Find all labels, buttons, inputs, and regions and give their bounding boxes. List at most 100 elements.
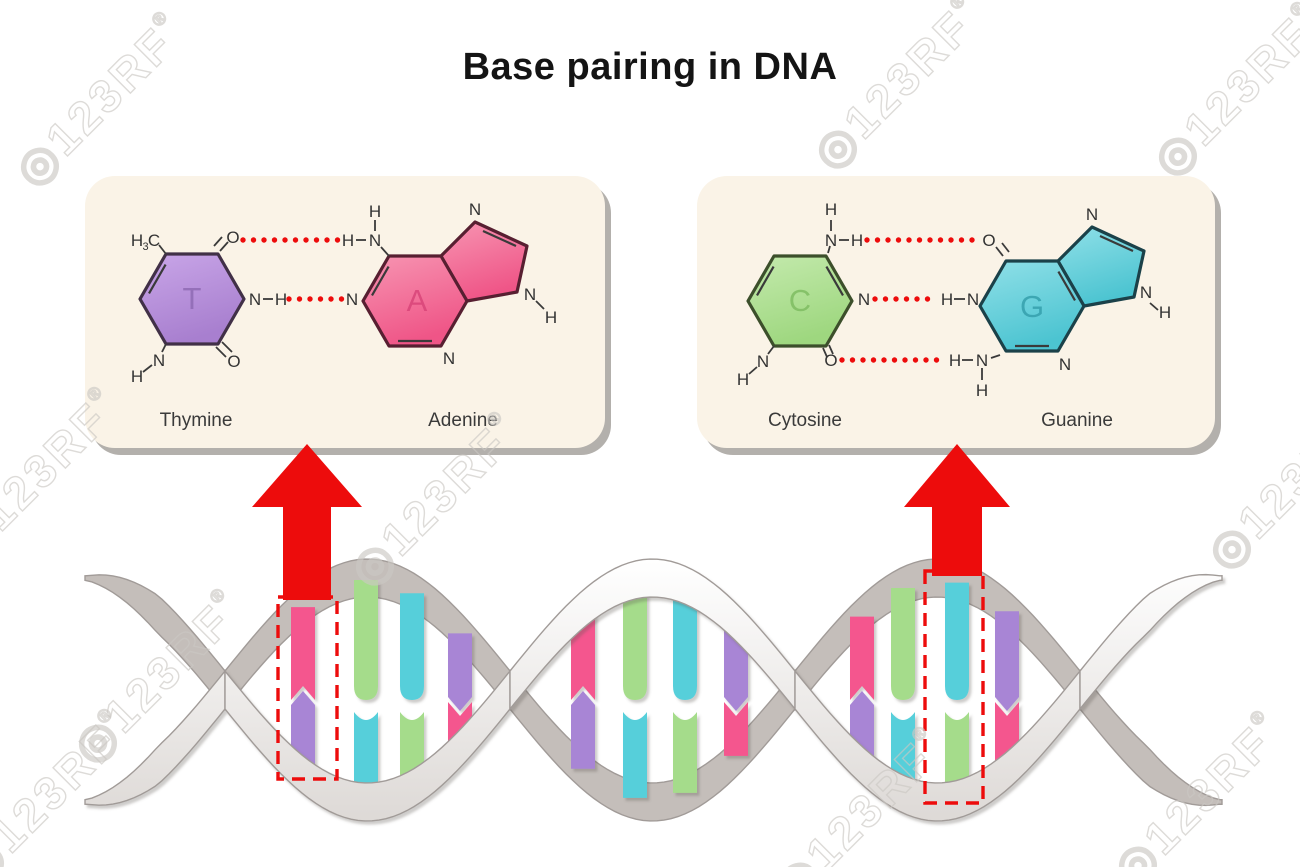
base-pair-bar — [724, 702, 748, 756]
ring-hexagon — [361, 254, 469, 348]
highlight-box — [923, 569, 985, 805]
atom-label: H — [1159, 303, 1171, 322]
atom-label: N — [369, 231, 381, 250]
base-pair-bar — [673, 587, 697, 700]
base-ring-letter: C — [789, 283, 811, 318]
label-adenine: Adenine — [428, 410, 498, 431]
bond-line — [380, 246, 390, 257]
hydrogen-bond-dots — [839, 357, 940, 363]
hydrogen-bond-dots — [240, 237, 341, 243]
base-pair-bar — [354, 580, 378, 700]
double-bond-line — [213, 236, 223, 247]
atom-label: H — [949, 351, 961, 370]
atom-label: N — [346, 290, 358, 309]
bond-line — [535, 300, 545, 310]
bond-line — [748, 366, 758, 375]
atom-label: N — [858, 290, 870, 309]
base-pair-bar — [448, 633, 472, 711]
atom-label: N — [757, 352, 769, 371]
atom-label: H — [369, 202, 381, 221]
double-bond-line — [215, 346, 227, 358]
bond-line — [1149, 302, 1159, 311]
atom-label: H — [941, 290, 953, 309]
atom-label: H — [737, 370, 749, 389]
atom-label: N — [443, 349, 455, 368]
atom-label: H — [976, 381, 988, 400]
atom-label: N — [249, 290, 261, 309]
atom-label: H — [851, 231, 863, 250]
atom-label: H — [131, 367, 143, 386]
ring-double-bond — [1057, 271, 1076, 301]
atom-label: H — [825, 200, 837, 219]
base-pair-bar — [354, 712, 378, 800]
atom-label: H — [342, 231, 354, 250]
atom-label: N — [1086, 205, 1098, 224]
ring-double-bond — [482, 229, 517, 248]
atom-label: N — [153, 351, 165, 370]
base-pair-bar — [945, 712, 969, 798]
double-bond-line — [1001, 242, 1010, 253]
atom-label: N — [524, 285, 536, 304]
atom-label: N — [825, 231, 837, 250]
atom-label: N — [1059, 355, 1071, 374]
atom-label: O — [824, 351, 837, 370]
ring-double-bond — [148, 264, 167, 294]
bond-line — [142, 364, 153, 373]
hydrogen-bond-dots — [872, 296, 931, 302]
label-cytosine: Cytosine — [768, 410, 842, 431]
ring-double-bond — [1099, 234, 1134, 253]
atom-label: O — [226, 228, 239, 247]
helix-strand-front — [84, 558, 1223, 822]
hydrogen-bond-dots — [864, 237, 975, 243]
base-pair-bar — [673, 712, 697, 793]
double-bond-line — [828, 344, 834, 355]
ring-double-bond — [371, 266, 390, 296]
bond-line — [767, 345, 775, 355]
atom-label: H — [545, 308, 557, 327]
base-pair-bar — [995, 611, 1019, 711]
bond-line — [158, 244, 167, 255]
bond-line — [990, 354, 1001, 359]
base-pair-bar — [850, 616, 874, 700]
atom-label: O — [982, 231, 995, 250]
label-thymine: Thymine — [159, 410, 233, 431]
base-pair-bar — [571, 691, 595, 769]
double-bond-line — [221, 341, 233, 353]
atom-label: 3 — [142, 241, 148, 253]
base-pair-bar — [291, 607, 315, 700]
page-title: Base pairing in DNA — [462, 46, 838, 88]
double-bond-line — [219, 241, 229, 252]
atom-label: O — [227, 352, 240, 371]
base-ring-letter: G — [1020, 289, 1044, 324]
hydrogen-bond-dots — [286, 296, 345, 302]
base-pair-bar — [623, 712, 647, 798]
atom-label: H — [275, 290, 287, 309]
base-ring-letter: A — [407, 283, 428, 318]
bond-line — [161, 343, 167, 353]
double-bond-line — [822, 347, 828, 358]
atom-label: N — [469, 200, 481, 219]
ring-hexagon — [978, 259, 1086, 353]
atom-label: H — [131, 231, 143, 250]
base-pair-bar — [400, 593, 424, 700]
double-bond-line — [995, 246, 1004, 257]
atom-label: C — [148, 231, 160, 250]
ring-hexagon — [138, 252, 246, 346]
bond-line — [827, 245, 831, 254]
ring-hexagon — [746, 254, 854, 348]
base-pair-bar — [945, 582, 969, 700]
ring-double-bond — [756, 266, 775, 296]
atom-label: N — [967, 290, 979, 309]
atom-label: N — [1140, 283, 1152, 302]
up-arrow — [252, 444, 362, 600]
ring-double-bond — [825, 266, 844, 296]
label-guanine: Guanine — [1041, 410, 1113, 431]
